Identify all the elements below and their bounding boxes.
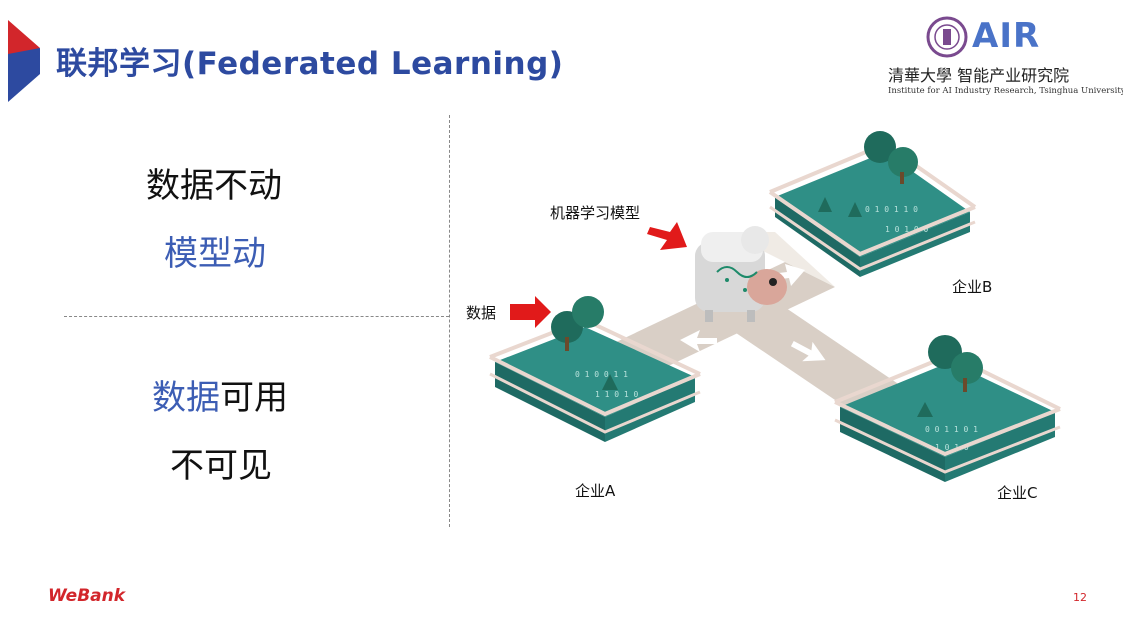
data-not-move-text: 数据不动 (146, 166, 282, 206)
model-label: 机器学习模型 (550, 204, 641, 222)
farm-c: 0 0 1 1 0 1 1 0 1 0 (834, 335, 1061, 482)
company-c-label: 企业C (997, 484, 1038, 502)
svg-text:0 0 1 1 0 1: 0 0 1 1 0 1 (925, 425, 978, 434)
svg-text:1 1 0 1 0: 1 1 0 1 0 (595, 390, 639, 399)
vertical-divider (449, 115, 450, 527)
svg-text:1 0 1 0 0: 1 0 1 0 0 (885, 225, 929, 234)
usable-word: 可用 (220, 378, 288, 418)
accent-bar-icon (8, 20, 40, 102)
model-moves-text: 模型动 (164, 234, 266, 274)
svg-text:1 0 1 0: 1 0 1 0 (935, 443, 969, 452)
data-word: 数据 (152, 378, 220, 418)
page-number: 12 (1073, 591, 1087, 604)
data-arrow-icon (510, 296, 551, 328)
arrow-left-icon (680, 330, 717, 352)
slide-title: 联邦学习(Federated Learning) (56, 46, 564, 82)
svg-text:0 1 0 0 1 1: 0 1 0 0 1 1 (575, 370, 628, 379)
federated-learning-diagram: 0 1 0 1 1 0 1 0 1 0 0 0 1 0 0 1 1 1 1 0 … (489, 131, 1061, 482)
model-arrow-icon (647, 222, 687, 250)
farm-b: 0 1 0 1 1 0 1 0 1 0 0 (768, 131, 977, 277)
company-b-label: 企业B (952, 278, 993, 296)
svg-text:0 1 0 1 1 0: 0 1 0 1 1 0 (865, 205, 918, 214)
air-logo: AIR (972, 16, 1041, 56)
institute-name-en: Institute for AI Industry Research, Tsin… (888, 86, 1123, 96)
tsinghua-seal-icon (926, 16, 968, 58)
sheep-model-icon (695, 226, 787, 322)
arrow-up-icon (771, 264, 805, 286)
farm-a: 0 1 0 0 1 1 1 1 0 1 0 (489, 296, 701, 442)
institute-name-cn: 清華大學 智能产业研究院 (888, 66, 1070, 85)
horizontal-divider (64, 316, 449, 317)
arrow-down-icon (790, 340, 826, 362)
data-label: 数据 (466, 304, 497, 322)
invisible-text: 不可见 (170, 446, 272, 486)
data-usable-text: 数据可用 (152, 370, 288, 419)
webank-logo: WeBank (48, 586, 126, 606)
company-a-label: 企业A (575, 482, 616, 500)
